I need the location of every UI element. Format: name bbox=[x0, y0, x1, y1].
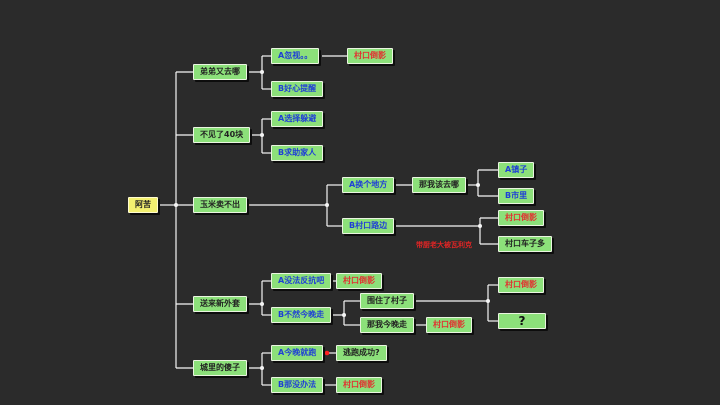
option-node-3a[interactable]: A换个地方 bbox=[342, 177, 395, 193]
option-node-5b[interactable]: B那没办法 bbox=[271, 377, 324, 393]
ending-node-3b-a[interactable]: 村口倒影 bbox=[498, 210, 544, 226]
branch-node-5[interactable]: 城里的傻子 bbox=[193, 360, 247, 376]
option-node-4b[interactable]: B不然今晚走 bbox=[271, 307, 332, 323]
question-mark-node[interactable]: ? bbox=[498, 313, 546, 329]
option-node-1a[interactable]: A忽视。。 bbox=[271, 48, 320, 64]
ending-node-5b[interactable]: 村口倒影 bbox=[336, 377, 382, 393]
option-node-5a[interactable]: A今晚就跑 bbox=[271, 345, 324, 361]
ending-node-1a[interactable]: 村口倒影 bbox=[347, 48, 393, 64]
ending-node-4b-a1[interactable]: 村口倒影 bbox=[498, 277, 544, 293]
ending-node-4b-b[interactable]: 村口倒影 bbox=[426, 317, 472, 333]
followup-node-5a[interactable]: 逃跑成功? bbox=[336, 345, 387, 361]
branch-node-2[interactable]: 不见了40块 bbox=[193, 127, 251, 143]
ending-node-4a[interactable]: 村口倒影 bbox=[336, 273, 382, 289]
option-node-1b[interactable]: B好心提醒 bbox=[271, 81, 324, 97]
followup-node-3b-b[interactable]: 村口车子多 bbox=[498, 236, 552, 252]
branch-node-1[interactable]: 弟弟又去哪 bbox=[193, 64, 247, 80]
followup-node-4b-b[interactable]: 那我今晚走 bbox=[360, 317, 414, 333]
followup-node-4b-a[interactable]: 围住了村子 bbox=[360, 293, 414, 309]
option-node-4a[interactable]: A没法反抗吧 bbox=[271, 273, 332, 289]
option-node-3b[interactable]: B村口路边 bbox=[342, 218, 395, 234]
option-node-2b[interactable]: B求助家人 bbox=[271, 145, 324, 161]
option-node-3a-a[interactable]: A镇子 bbox=[498, 162, 535, 178]
branch-node-4[interactable]: 送来新外套 bbox=[193, 296, 247, 312]
followup-node-3a[interactable]: 那我该去哪 bbox=[412, 177, 466, 193]
root-node[interactable]: 阿苦 bbox=[128, 197, 158, 213]
annotation-text: 带厨老大被瓦利克 bbox=[416, 241, 472, 249]
option-node-2a[interactable]: A选择躲避 bbox=[271, 111, 324, 127]
branch-node-3[interactable]: 玉米卖不出 bbox=[193, 197, 247, 213]
option-node-3a-b[interactable]: B市里 bbox=[498, 188, 535, 204]
